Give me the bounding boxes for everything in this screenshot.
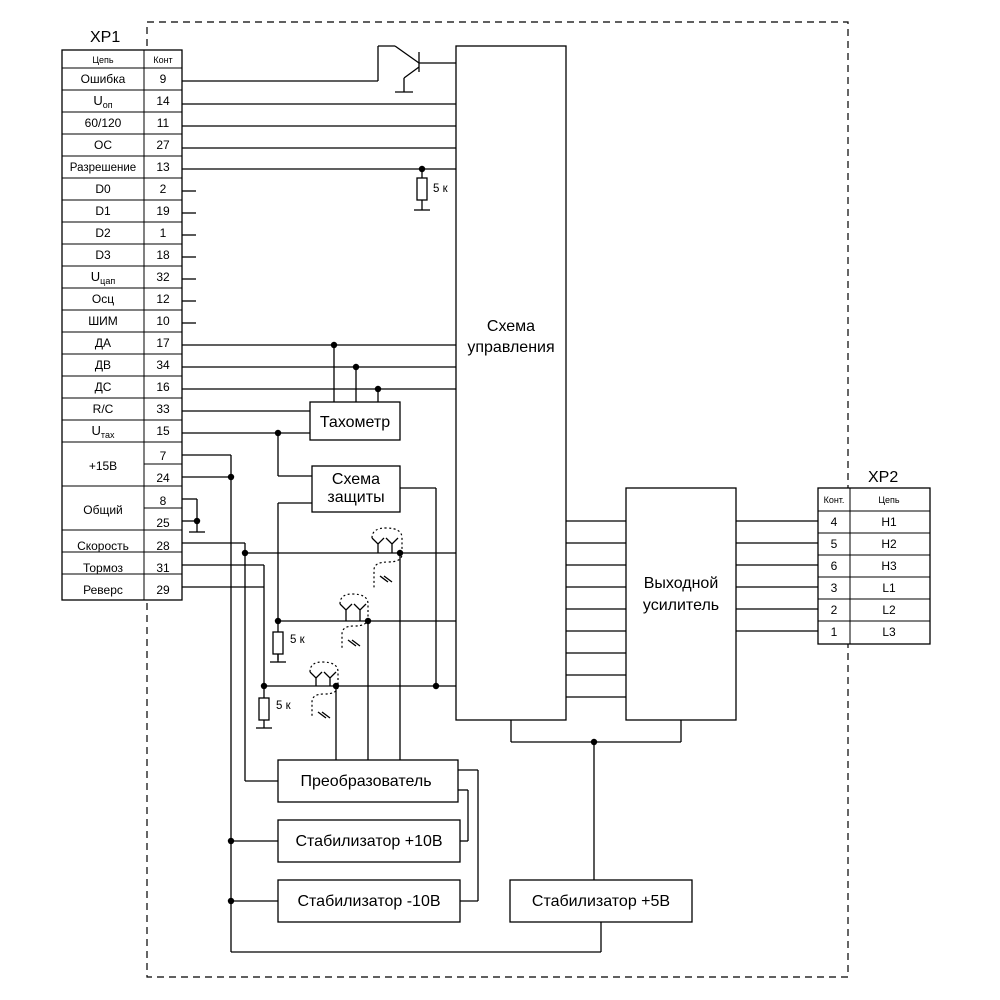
resistor-enable: 5 к: [414, 169, 449, 211]
xp2-row-name: L1: [882, 581, 896, 595]
resistor-enable-label: 5 к: [433, 183, 449, 195]
xp2-row-pin: 1: [831, 625, 838, 639]
junction-dots: [193, 165, 598, 905]
stabilizer-plus10-label: Стабилизатор +10В: [295, 833, 442, 850]
output-amplifier-label-2: усилитель: [643, 597, 719, 614]
xp1-row-pin: 2: [160, 182, 167, 196]
xp1-row-pin: 34: [156, 358, 170, 372]
xp2-row-pin: 3: [831, 581, 838, 595]
xp1-pin-7: 7: [160, 449, 167, 463]
stabilizer-minus10-label: Стабилизатор -10В: [297, 893, 440, 910]
xp1-row-label: ОС: [94, 138, 112, 152]
xp1-pin-8: 8: [160, 494, 167, 508]
xp1-signal-wires: [182, 103, 456, 477]
xp1-row-label: ШИМ: [88, 314, 118, 328]
xp1-pin-28: 28: [156, 539, 170, 553]
xp1-row-label: D2: [95, 226, 111, 240]
xp1-common-label: Общий: [83, 503, 123, 517]
mode-wires: [182, 487, 456, 782]
control-circuit-label-1: Схема: [487, 318, 535, 335]
tachometer-label: Тахометр: [320, 414, 390, 431]
xp1-brake-label: Тормоз: [83, 561, 124, 575]
converter-block: Преобразователь: [277, 759, 459, 803]
xp1-row-pin: 16: [156, 380, 170, 394]
xp2-row-name: L3: [882, 625, 896, 639]
protection-label-2: защиты: [327, 489, 384, 506]
stabilizer-plus10-block: Стабилизатор +10В: [277, 819, 461, 863]
xp2-row-name: H1: [881, 515, 897, 529]
output-amplifier-block: Выходной усилитель: [625, 487, 737, 721]
stabilizer-plus5-label: Стабилизатор +5В: [532, 893, 670, 910]
xp2-row-pin: 6: [831, 559, 838, 573]
control-circuit-label-2: управления: [467, 339, 554, 356]
stabilizer-plus5-block: Стабилизатор +5В: [509, 879, 693, 923]
xp1-row-label: R/C: [93, 402, 114, 416]
output-amplifier-label-1: Выходной: [644, 575, 719, 592]
switch-reverse-symbol: [309, 661, 339, 760]
protection-label-1: Схема: [332, 471, 380, 488]
stabilizer-minus10-block: Стабилизатор -10В: [277, 879, 461, 923]
resistor-reverse-label: 5 к: [276, 700, 292, 712]
xp1-col-contact: Конт: [153, 55, 172, 65]
xp1-row-label: Осц: [92, 292, 114, 306]
protection-block: Схема защиты: [311, 465, 401, 513]
xp1-speed-label: Скорость: [77, 539, 129, 553]
xp1-row-label: D0: [95, 182, 111, 196]
xp1-row-pin: 15: [156, 424, 170, 438]
control-circuit-block: Схема управления: [455, 45, 567, 721]
converter-label: Преобразователь: [300, 773, 431, 790]
amplifier-to-xp2-wires: [736, 520, 818, 632]
xp2-row-name: L2: [882, 603, 896, 617]
xp1-pin-31: 31: [156, 561, 170, 575]
xp1-reverse-label: Реверс: [83, 583, 123, 597]
xp1-row-label: Разрешение: [70, 162, 136, 174]
tachometer-block: Тахометр: [309, 401, 401, 441]
xp1-row-label: D1: [95, 204, 111, 218]
xp1-title: XP1: [90, 29, 120, 46]
xp1-row-pin: 13: [156, 160, 170, 174]
xp1-row-pin: 17: [156, 336, 170, 350]
resistor-brake: 5 к: [270, 631, 306, 663]
xp1-pin-29: 29: [156, 583, 170, 597]
resistor-brake-label: 5 к: [290, 634, 306, 646]
transistor-symbol: [182, 45, 456, 93]
resistor-reverse: 5 к: [256, 688, 292, 729]
xp2-row-pin: 5: [831, 537, 838, 551]
xp1-pin-24: 24: [156, 471, 170, 485]
switch-speed-symbol: [371, 527, 403, 760]
xp2-row-name: H3: [881, 559, 897, 573]
xp1-plus15-label: +15В: [89, 459, 117, 473]
converter-outputs: [458, 769, 479, 902]
xp2-title: XP2: [868, 469, 898, 486]
xp1-row-pin: 1: [160, 226, 167, 240]
xp1-row-label: Ошибка: [81, 72, 126, 86]
xp1-row-label: ДС: [95, 380, 112, 394]
xp2-row-pin: 4: [831, 515, 838, 529]
xp1-col-circuit: Цепь: [92, 55, 114, 65]
xp1-row-label: ДА: [95, 336, 111, 350]
xp1-row-pin: 11: [157, 116, 170, 130]
xp2-row-pin: 2: [831, 603, 838, 617]
xp1-row-pin: 18: [156, 248, 170, 262]
switch-brake-symbol: [339, 593, 369, 760]
xp1-row-pin: 12: [156, 292, 170, 306]
xp2-col-circuit: Цепь: [878, 495, 900, 505]
xp1-pin-25: 25: [156, 516, 170, 530]
xp2-row-name: H2: [881, 537, 897, 551]
xp1-row-label: D3: [95, 248, 111, 262]
xp1-row-pin: 32: [156, 270, 170, 284]
xp1-row-label: ДВ: [95, 358, 111, 372]
xp1-row-pin: 33: [156, 402, 170, 416]
xp1-row-pin: 19: [156, 204, 170, 218]
xp2-connector: Конт. Цепь 4 H1 5 H2 6 H3 3 L1 2 L2 1 L3: [817, 487, 931, 645]
xp1-row-label: 60/120: [85, 116, 122, 130]
xp2-col-contact: Конт.: [824, 495, 845, 505]
xp1-row-pin: 14: [156, 94, 170, 108]
xp1-row-pin: 27: [156, 138, 170, 152]
xp1-row-pin: 10: [156, 314, 170, 328]
xp1-row-pin: 9: [160, 72, 167, 86]
